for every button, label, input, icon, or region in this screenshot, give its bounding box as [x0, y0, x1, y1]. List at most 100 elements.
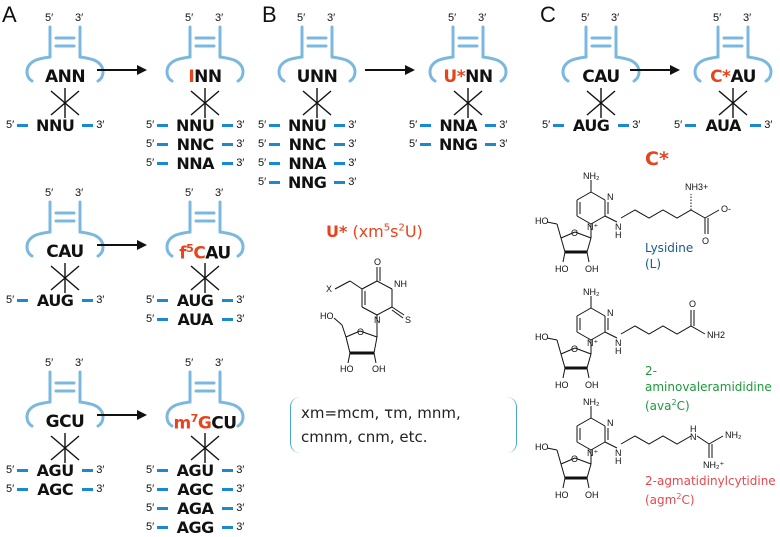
three-prime-label: 3′ [75, 12, 84, 24]
mrna-strand-dash [222, 468, 234, 472]
base: AU [730, 67, 756, 87]
mrna-codon: AUG [36, 290, 74, 310]
mrna-strand-dash [485, 123, 497, 127]
five-prime-label: 5′ [146, 157, 155, 169]
svg-text:HO: HO [555, 264, 569, 274]
mrna-strand-dash [17, 487, 29, 491]
three-prime-label: 3′ [236, 521, 245, 533]
svg-text:NH₂: NH₂ [583, 398, 600, 407]
svg-text:N: N [615, 222, 622, 232]
svg-text:HO: HO [555, 380, 569, 390]
mrna-strand-dash [618, 123, 630, 127]
five-prime-label: 5′ [6, 294, 15, 306]
svg-text:O: O [689, 299, 696, 309]
svg-text:O-: O- [721, 204, 731, 214]
three-prime-label: 3′ [348, 119, 357, 131]
mrna-codon: AGC [177, 479, 214, 499]
five-prime-label: 5′ [146, 483, 155, 495]
molecule-abbreviation: (L) [645, 257, 662, 271]
five-prime-label: 5′ [146, 119, 155, 131]
five-prime-label: 5′ [258, 119, 267, 131]
mrna-codon: NNG [287, 172, 327, 192]
five-prime-label: 5′ [581, 12, 590, 24]
svg-text:NH2: NH2 [707, 330, 725, 340]
five-prime-label: 5′ [146, 138, 155, 150]
three-prime-label: 3′ [743, 12, 752, 24]
trna-stem-loop [25, 370, 105, 428]
mrna-strand-dash [17, 298, 29, 302]
svg-text:NH₂: NH₂ [583, 288, 600, 297]
modified-base: f [179, 243, 187, 264]
mrna-strand-dash [685, 123, 697, 127]
mrna-codon: AGA [176, 498, 214, 518]
base-pairing-cross-icon [190, 88, 220, 118]
three-prime-label: 3′ [96, 119, 105, 131]
ustar-formula-part: s [390, 222, 399, 241]
svg-text:N: N [607, 418, 614, 428]
x-label: X [326, 284, 332, 294]
o-label: O [374, 257, 381, 267]
molecule-name: Lysidine [645, 241, 694, 255]
mrna-strand-dash [157, 506, 169, 510]
anticodon: GCU [12, 412, 118, 432]
five-prime-label: 5′ [713, 12, 722, 24]
mrna-strand-dash [17, 123, 29, 127]
modified-base: 7 [190, 412, 199, 425]
trna-stem-loop [428, 25, 508, 83]
mrna-strand-dash [334, 180, 346, 184]
base-pairing-cross-icon [190, 263, 220, 293]
three-prime-label: 3′ [348, 157, 357, 169]
three-prime-label: 3′ [478, 12, 487, 24]
mrna-strand-dash [222, 317, 234, 321]
mrna-codon: AGG [176, 517, 215, 537]
xm-line-1: xm=mcm, τm, mnm, [301, 404, 461, 422]
mrna-strand-dash [553, 123, 565, 127]
three-prime-label: 3′ [632, 119, 641, 131]
base: GCU [45, 412, 85, 432]
mrna-strand-dash [222, 298, 234, 302]
svg-text:NH₂⁺: NH₂⁺ [703, 460, 724, 470]
five-prime-label: 5′ [674, 119, 683, 131]
mrna-codon: AGU [36, 460, 75, 480]
mrna-codon: NNU [36, 115, 75, 135]
ustar-formula-part: U) [404, 222, 423, 241]
mrna-codon: NNA [439, 115, 478, 135]
svg-text:H: H [615, 346, 622, 356]
base-pairing-cross-icon [50, 263, 80, 293]
three-prime-label: 3′ [348, 176, 357, 188]
five-prime-label: 5′ [258, 176, 267, 188]
anticodon: f5CAU [152, 242, 258, 264]
mrna-codon: AUA [705, 115, 742, 135]
mrna-strand-dash [157, 123, 169, 127]
base-pairing-cross-icon [718, 88, 748, 118]
base: CAU [46, 242, 84, 262]
trna-stem-loop [561, 25, 641, 83]
five-prime-label: 5′ [146, 313, 155, 325]
five-prime-label: 5′ [6, 483, 15, 495]
mrna-codon: NNC [176, 134, 215, 154]
panel-letter-a: A [2, 2, 17, 27]
svg-text:N: N [615, 448, 622, 458]
base: ANN [44, 67, 86, 87]
base: NN [465, 67, 493, 87]
mrna-strand-dash [420, 123, 432, 127]
five-prime-label: 5′ [297, 12, 306, 24]
anticodon: CAU [548, 67, 654, 87]
cstar-molecule-name: 2-agmatidinylcytidine(agm2C) [645, 473, 776, 508]
trna-stem-loop [25, 200, 105, 258]
svg-text:H: H [615, 456, 622, 466]
mrna-strand-dash [157, 468, 169, 472]
modified-base: C [193, 243, 206, 264]
mrna-strand-dash [157, 142, 169, 146]
cstar-molecule-name: 2-aminovaleramididine(ava2C) [645, 363, 780, 414]
svg-text:N⁺: N⁺ [587, 222, 598, 232]
